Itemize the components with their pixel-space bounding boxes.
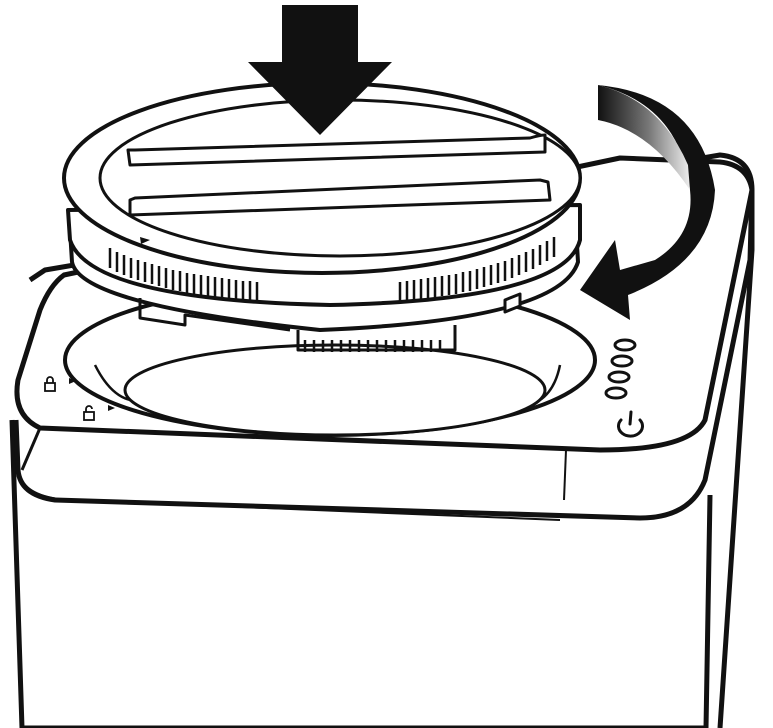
indicator-led <box>604 386 628 400</box>
body-front-face <box>9 419 713 728</box>
lid-grip-bar-lower <box>128 178 552 217</box>
panel-seam <box>19 477 561 521</box>
down-arrow-icon <box>248 5 392 135</box>
opening-inner-rim <box>123 343 547 437</box>
lid <box>62 81 582 352</box>
lock-closed-icon <box>44 376 76 392</box>
lock-open-icon <box>83 405 115 421</box>
rotate-arrow-icon <box>580 85 715 320</box>
indicator-led <box>613 338 637 352</box>
chamber-opening <box>63 283 597 437</box>
lid-inner-disc <box>98 98 582 258</box>
lid-ribs-left <box>108 248 259 302</box>
power-icon <box>617 410 644 438</box>
lid-ribs-right <box>398 237 556 302</box>
indicator-led <box>610 354 634 368</box>
indicator-led <box>607 370 631 384</box>
indicator-leds <box>604 338 637 400</box>
lid-grip-bar-upper <box>126 133 547 167</box>
lid-teeth-lower <box>303 340 442 352</box>
lid-alignment-marker <box>140 237 150 244</box>
